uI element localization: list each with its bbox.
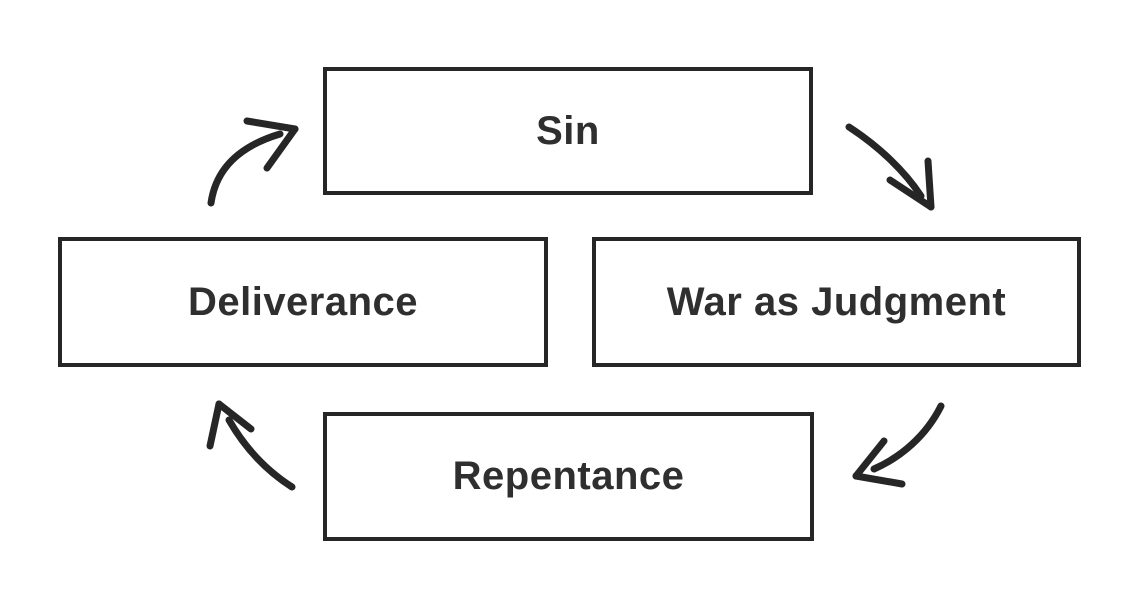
curved-arrow-up-right-icon — [207, 117, 299, 207]
node-war-as-judgment: War as Judgment — [592, 237, 1081, 367]
node-deliverance: Deliverance — [58, 237, 548, 367]
node-deliverance-label: Deliverance — [187, 279, 419, 324]
node-repentance: Repentance — [323, 412, 814, 541]
curved-arrow-down-left-icon — [852, 402, 945, 488]
curved-arrow-down-right-icon — [845, 123, 935, 211]
node-sin: Sin — [323, 67, 813, 195]
node-sin-label: Sin — [536, 108, 600, 153]
node-repentance-label: Repentance — [452, 454, 685, 498]
node-war-as-judgment-label: War as Judgment — [666, 279, 1007, 324]
curved-arrow-up-left-icon — [206, 400, 296, 491]
